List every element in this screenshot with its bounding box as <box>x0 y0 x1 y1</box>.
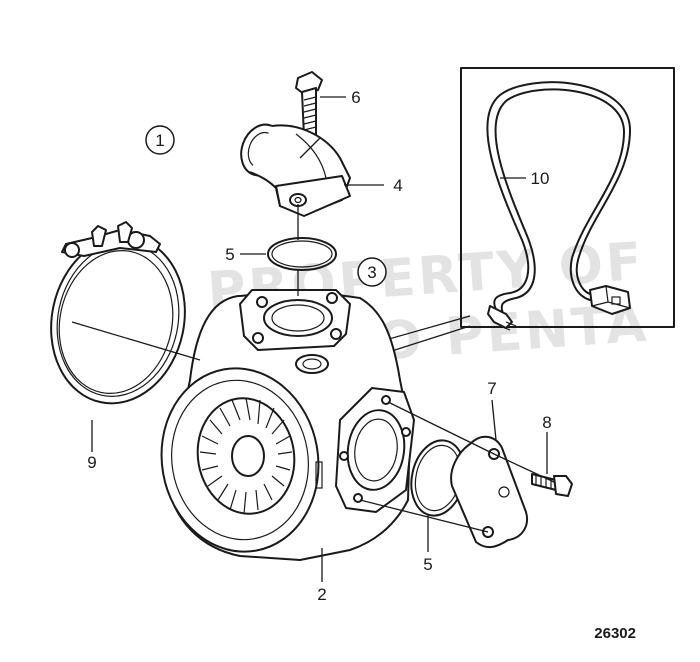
label-part-2: 2 <box>317 585 326 604</box>
bolt-part-6 <box>295 71 323 137</box>
leader-lines <box>71 96 548 582</box>
v-clamp-part-9 <box>50 221 186 405</box>
label-part-9: 9 <box>87 453 96 472</box>
o-ring-part-5-top <box>267 237 337 271</box>
label-part-6: 6 <box>351 88 360 107</box>
reference-number: 26302 <box>594 625 636 642</box>
svg-text:1: 1 <box>155 131 164 150</box>
bolt-part-8 <box>531 473 573 497</box>
label-part-10: 10 <box>531 169 550 188</box>
label-part-4: 4 <box>393 176 402 195</box>
turbine-housing-part-2 <box>160 289 415 561</box>
cover-plate-part-7 <box>450 435 528 548</box>
label-part-7: 7 <box>487 379 496 398</box>
step-marker-3: 3 <box>357 257 387 287</box>
step-marker-1: 1 <box>145 125 175 155</box>
turbine-vanes <box>199 397 293 515</box>
elbow-part-4 <box>240 123 351 217</box>
sensor-inset-box <box>460 67 675 331</box>
label-part-5-top: 5 <box>225 245 234 264</box>
label-part-8: 8 <box>542 413 551 432</box>
svg-text:3: 3 <box>367 263 376 282</box>
alignment-lines <box>297 204 555 533</box>
label-part-5-bottom: 5 <box>423 555 432 574</box>
